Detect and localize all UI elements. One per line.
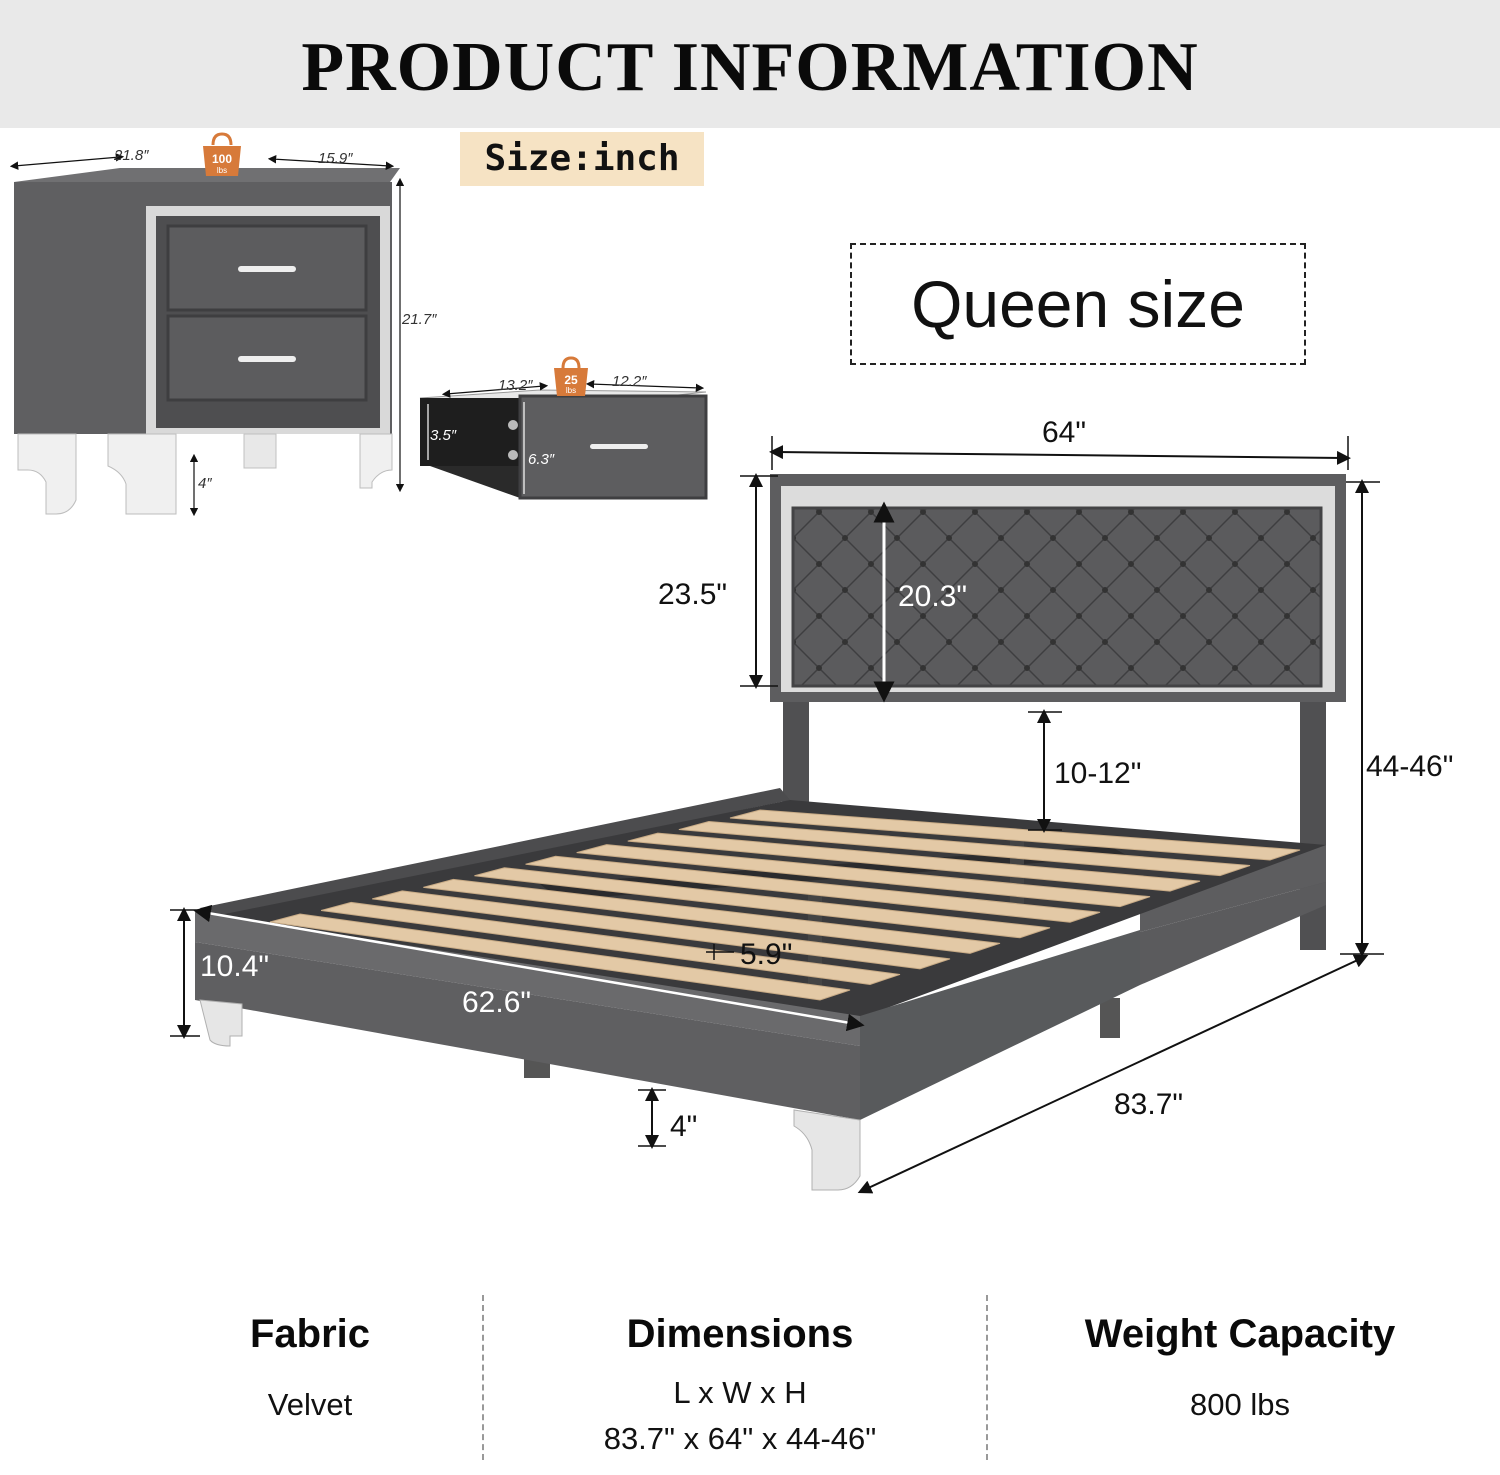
spec-value: Velvet (267, 1387, 353, 1422)
drawer-weight-value: 25 (564, 373, 578, 387)
panel-height-label: 20.3" (898, 580, 967, 613)
spec-value: 83.7" x 64" x 44-46" (603, 1421, 877, 1456)
length-label: 83.7" (1114, 1088, 1183, 1121)
headboard-gap-label: 10-12" (1054, 757, 1141, 790)
bed-dimension-lines (170, 436, 1384, 1194)
leg-height-label: 4" (670, 1110, 697, 1143)
bed-slat (627, 832, 1201, 892)
header-banner: PRODUCT INFORMATION (0, 0, 1500, 128)
spec-heading: Fabric (249, 1312, 371, 1356)
bed-slat (729, 809, 1301, 861)
spec-fabric: Fabric Velvet (160, 1312, 460, 1425)
headboard-width-label: 64" (1042, 416, 1086, 449)
spec-heading: Weight Capacity (1084, 1312, 1396, 1356)
nightstand-weight-unit: lbs (217, 166, 227, 175)
drawer-inner-depth-label: 12.2″ (612, 373, 647, 390)
drawer-inner-height-label: 3.5″ (430, 427, 457, 444)
headboard-height-label: 23.5" (658, 578, 727, 611)
spec-heading: Dimensions (626, 1312, 854, 1356)
nightstand-illustration (9, 153, 405, 517)
drawer-illustration (419, 379, 708, 500)
bed-slat (576, 844, 1151, 908)
inner-width-label: 62.6" (462, 986, 531, 1019)
spec-dimensions: Dimensions L x W x H 83.7" x 64" x 44-46… (540, 1312, 940, 1459)
drawer-front-height-label: 6.3″ (528, 451, 555, 468)
weight-icon (203, 132, 241, 176)
model-label: Queen size (850, 243, 1306, 365)
nightstand-depth-label: 15.9″ (318, 150, 353, 167)
page-title: PRODUCT INFORMATION (301, 29, 1199, 106)
nightstand-leg-label: 4″ (198, 475, 212, 492)
rail-height-label: 10.4" (200, 950, 269, 983)
drawer-weight-unit: lbs (566, 386, 576, 395)
bed-slat (678, 821, 1251, 877)
nightstand-weight-value: 100 (212, 152, 232, 166)
nightstand-height-label: 21.7″ (401, 311, 437, 328)
weight-icon (554, 356, 588, 396)
bed-slat (525, 855, 1101, 923)
nightstand-width-label: 21.8″ (113, 147, 149, 164)
product-illustration: 21.8″ 15.9″ 21.7″ 4″ 100 lbs 13.2″ 12.2″… (9, 132, 1453, 1194)
drawer-inner-width-label: 13.2″ (498, 377, 533, 394)
spec-divider (986, 1295, 988, 1460)
spec-weight-capacity: Weight Capacity 800 lbs (1040, 1312, 1440, 1425)
slat-gap-label: 5.9" (740, 938, 792, 971)
spec-divider (482, 1295, 484, 1460)
total-height-label: 44-46" (1366, 750, 1453, 783)
size-unit-tag: Size:inch (460, 132, 704, 186)
spec-value: 800 lbs (1190, 1387, 1290, 1422)
spec-value: L x W x H (673, 1375, 807, 1410)
